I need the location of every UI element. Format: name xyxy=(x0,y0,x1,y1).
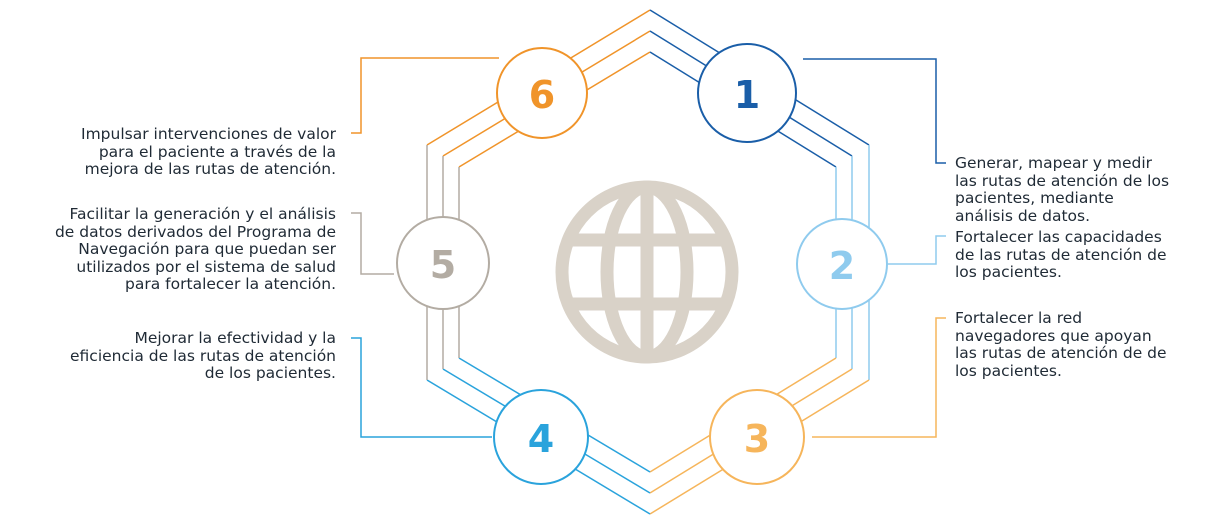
step-5-node xyxy=(396,216,490,310)
step-6-node xyxy=(496,47,588,139)
step-2-number: 2 xyxy=(829,244,855,288)
step-6-number: 6 xyxy=(529,73,555,117)
leader-5 xyxy=(351,212,394,275)
step-3-number: 3 xyxy=(744,417,770,461)
step-1-number: 1 xyxy=(734,73,760,117)
step-4-number: 4 xyxy=(528,417,554,461)
step-2-node xyxy=(796,218,888,310)
step-3-node xyxy=(709,389,805,485)
leader-1 xyxy=(803,58,946,164)
step-1-description: Generar, mapear y medir las rutas de ate… xyxy=(955,154,1170,225)
step-4-node xyxy=(493,389,589,485)
leader-6 xyxy=(351,57,499,134)
leader-4 xyxy=(351,337,492,438)
step-4-description: Mejorar la efectividad y la eficiencia d… xyxy=(70,329,336,382)
step-1-node xyxy=(697,43,797,143)
leader-2 xyxy=(887,235,946,265)
step-6-description: Impulsar intervenciones de valor para el… xyxy=(81,125,336,178)
step-2-description: Fortalecer las capacidades de las rutas … xyxy=(955,228,1167,281)
globe-icon xyxy=(555,180,739,364)
step-5-description: Facilitar la generación y el análisis de… xyxy=(54,205,336,293)
leader-3 xyxy=(812,317,946,438)
step-3-description: Fortalecer la red navegadores que apoyan… xyxy=(955,309,1167,380)
step-5-number: 5 xyxy=(430,243,456,287)
